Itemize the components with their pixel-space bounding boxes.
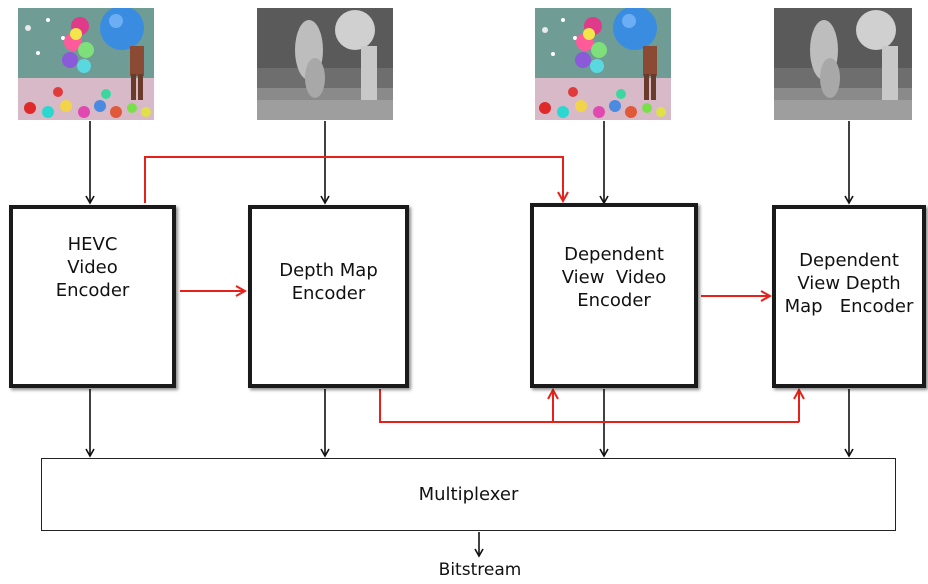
depth-map-encoder-box: Depth Map Encoder bbox=[248, 205, 409, 388]
hevc-video-encoder-label: HEVC Video Encoder bbox=[55, 234, 130, 301]
dependent-view-video-encoder-label: Dependent View Video Encoder bbox=[561, 244, 667, 311]
input-depth-map-1 bbox=[257, 8, 393, 120]
texture-view-image bbox=[535, 8, 671, 120]
arrow-depth-to-dependents bbox=[379, 389, 799, 423]
bitstream-label: Bitstream bbox=[438, 560, 522, 580]
dependent-view-video-encoder-box: Dependent View Video Encoder bbox=[530, 203, 698, 388]
dependent-view-depth-map-encoder-label: Dependent View Depth Map Encoder bbox=[784, 250, 914, 317]
arrow-hevc-to-dependent-video bbox=[144, 156, 563, 203]
texture-view-image bbox=[18, 8, 154, 120]
depth-map-encoder-label: Depth Map Encoder bbox=[279, 260, 378, 304]
hevc-video-encoder-box: HEVC Video Encoder bbox=[9, 205, 176, 388]
dependent-view-depth-map-encoder-box: Dependent View Depth Map Encoder bbox=[772, 205, 926, 388]
input-texture-view-2 bbox=[535, 8, 671, 120]
multiplexer-box: Multiplexer bbox=[41, 458, 896, 531]
depth-map-image bbox=[774, 8, 912, 120]
input-texture-view-1 bbox=[18, 8, 154, 120]
depth-map-image bbox=[257, 8, 393, 120]
input-depth-map-2 bbox=[774, 8, 912, 120]
multiplexer-label: Multiplexer bbox=[418, 484, 519, 505]
